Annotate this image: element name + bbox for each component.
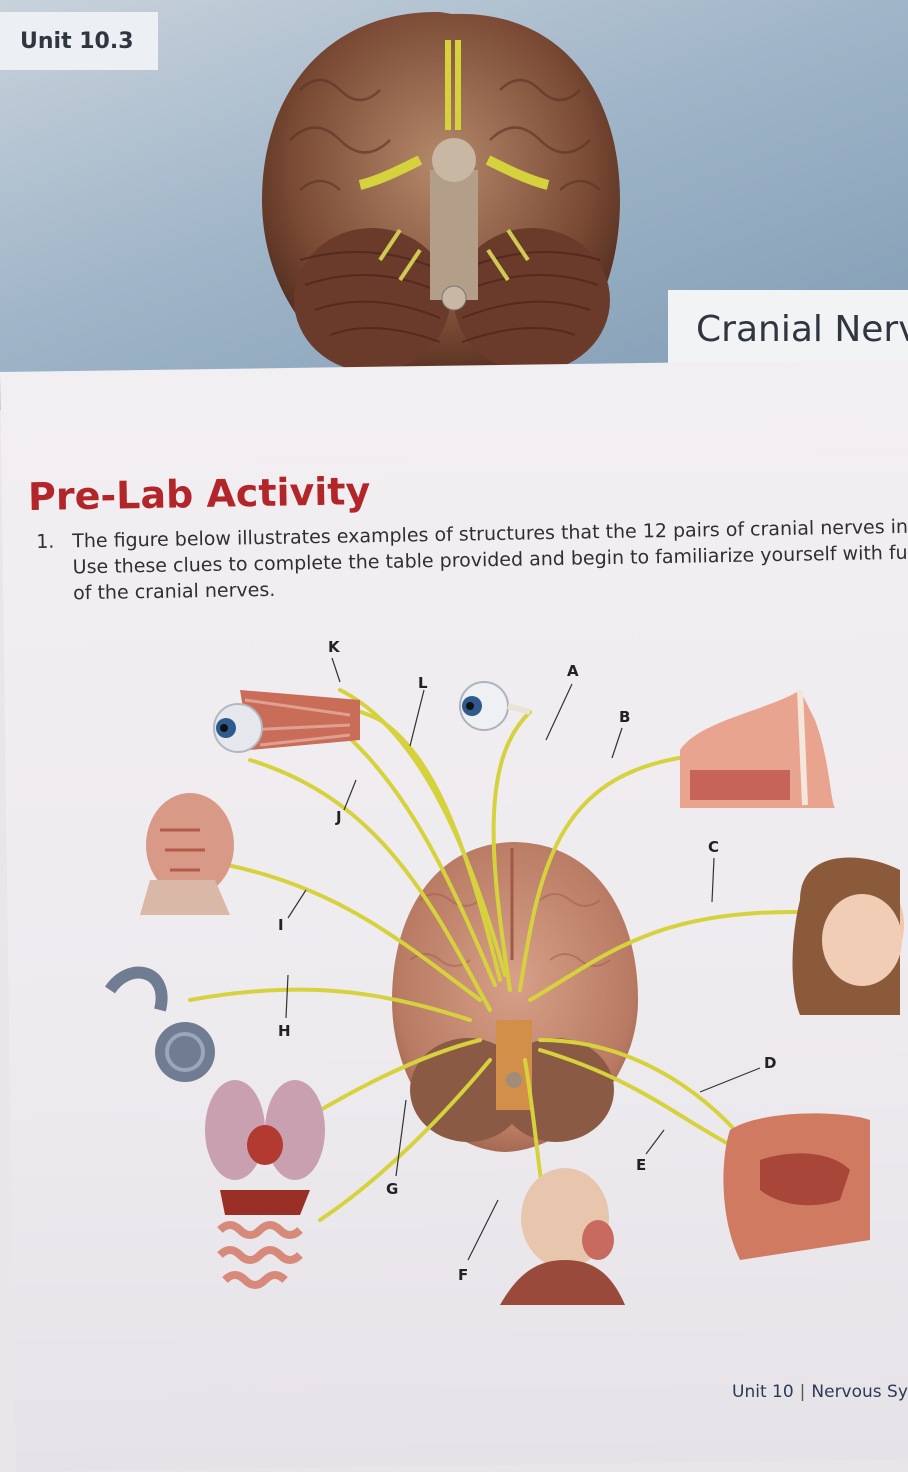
label-k: K — [328, 638, 340, 656]
label-d: D — [764, 1054, 777, 1072]
label-e: E — [636, 1156, 647, 1174]
nasal-cavity-illustration — [680, 689, 835, 808]
header-banner: Unit 10.3 Cranial Nerv — [0, 0, 908, 410]
footer-section: Nervous Sy — [811, 1382, 908, 1402]
chapter-title: Cranial Nerv — [668, 290, 908, 368]
face-illustration — [792, 857, 904, 1015]
label-c: C — [708, 838, 720, 856]
head-face-muscles-illustration — [140, 793, 234, 915]
label-f: F — [458, 1266, 469, 1284]
label-g: G — [386, 1180, 399, 1198]
label-i: I — [278, 916, 284, 934]
label-b: B — [619, 708, 631, 726]
label-a: A — [567, 662, 579, 680]
viscera-illustration — [205, 1080, 325, 1289]
label-h: H — [278, 1022, 291, 1040]
unit-tag: Unit 10.3 — [0, 12, 158, 70]
page-footer: Unit 10|Nervous Sy — [732, 1382, 908, 1402]
inner-ear-illustration — [105, 966, 215, 1082]
footer-separator: | — [799, 1382, 806, 1402]
nerve-pathways — [188, 688, 802, 1252]
neck-shoulder-illustration — [500, 1168, 625, 1305]
label-j: J — [336, 808, 342, 826]
label-l: L — [418, 674, 428, 692]
eye-illustration — [459, 681, 531, 731]
central-brain — [392, 842, 638, 1152]
footer-unit: Unit 10 — [732, 1382, 794, 1402]
tongue-mouth-illustration — [723, 1113, 870, 1260]
leader-lines — [285, 657, 761, 1261]
eye-muscles-illustration — [213, 690, 360, 753]
brain-illustration — [262, 11, 620, 393]
